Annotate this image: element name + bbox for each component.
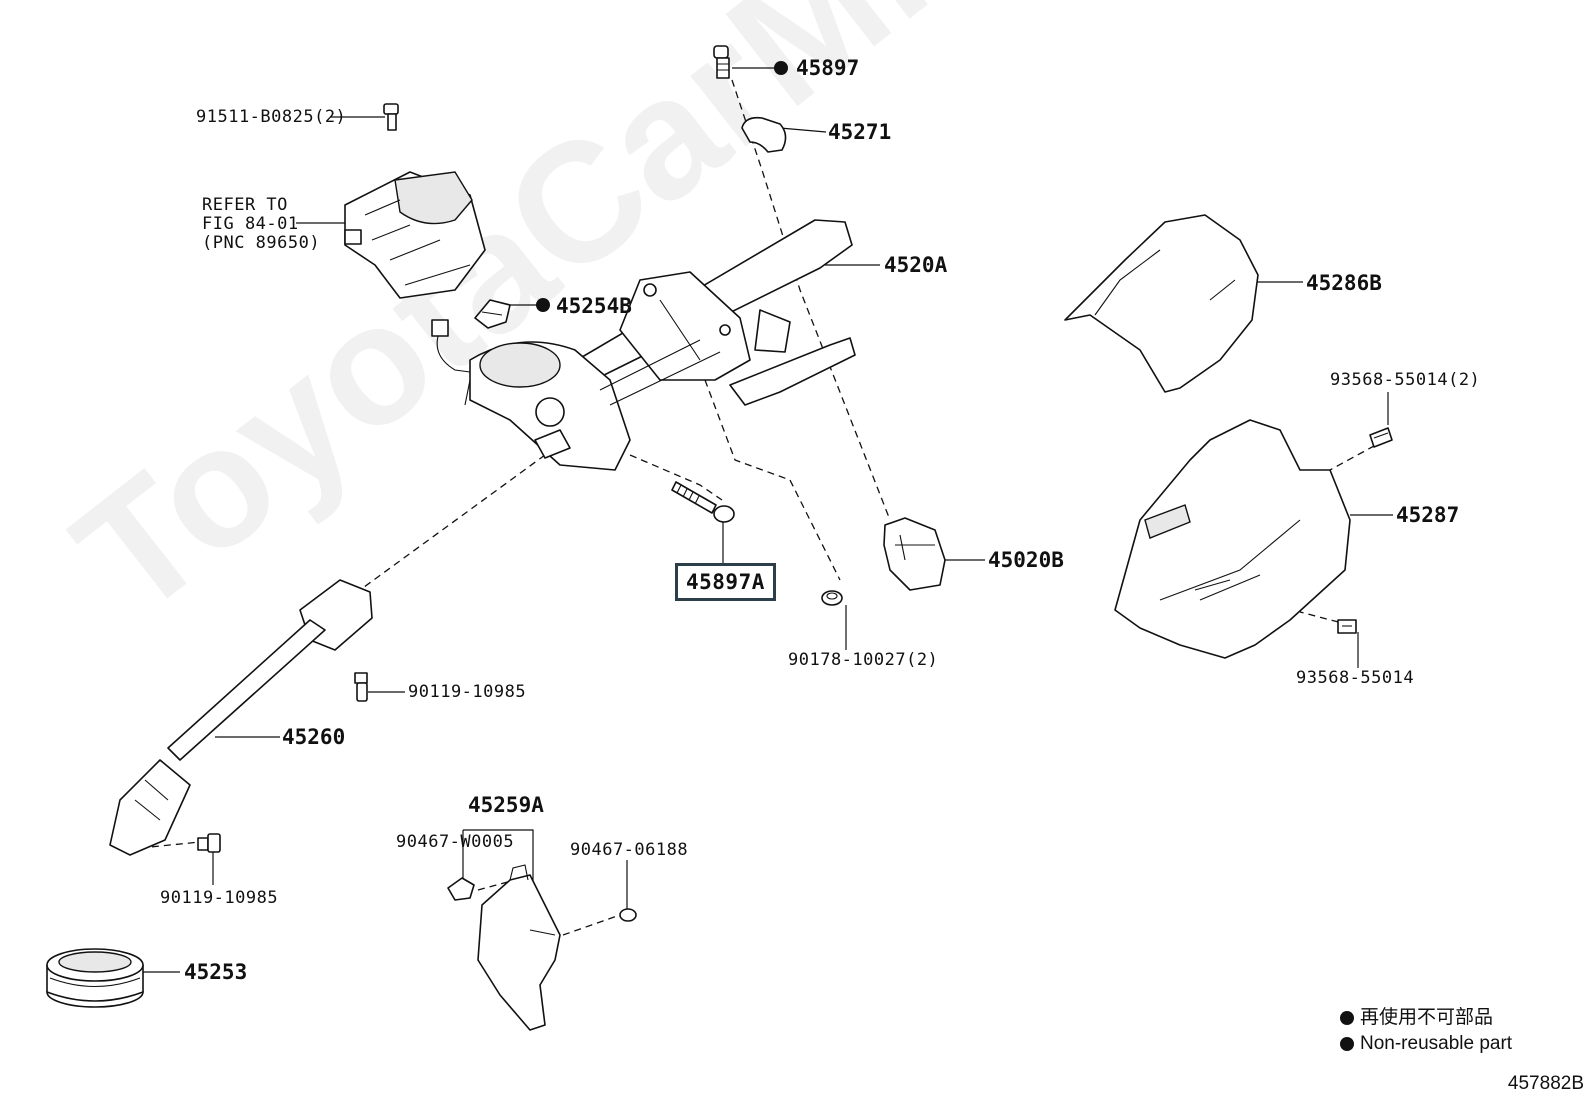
cover-45286B	[1064, 214, 1259, 393]
label-45254B: 45254B	[556, 294, 632, 318]
screw-93568-lower	[1337, 619, 1357, 634]
nut-90178	[821, 590, 843, 606]
label-45897A-highlighted: 45897A	[675, 563, 776, 601]
clip-90467-W0005	[447, 877, 475, 901]
label-4520A: 4520A	[884, 253, 948, 277]
label-91511: 91511-B0825(2)	[196, 107, 347, 127]
cover-45287	[1114, 419, 1351, 659]
screw-91511	[383, 103, 399, 131]
bolt-90119-upper	[354, 672, 368, 702]
label-90467-W0005: 90467-W0005	[396, 832, 515, 852]
boot-45253	[46, 948, 144, 1008]
label-90119-upper: 90119-10985	[408, 682, 527, 702]
refer-note-line1: REFER TO	[202, 195, 288, 215]
bolt-45897A	[671, 481, 735, 523]
cover-45259A	[477, 864, 561, 1031]
column-assembly-4520A	[431, 219, 856, 471]
label-90178: 90178-10027(2)	[788, 650, 939, 670]
label-93568-55014-2: 93568-55014(2)	[1330, 370, 1481, 390]
label-45253: 45253	[184, 960, 248, 984]
non-reusable-dot-45897	[774, 61, 788, 75]
legend-dot-jp	[1340, 1011, 1354, 1025]
legend-japanese: 再使用不可部品	[1360, 1007, 1494, 1028]
label-45020B: 45020B	[988, 548, 1064, 572]
refer-note-line2: FIG 84-01	[202, 214, 299, 234]
label-93568-55014: 93568-55014	[1296, 668, 1415, 688]
assembly-dashed-lines	[139, 79, 1386, 936]
diagram-id: 457882B	[1507, 1073, 1584, 1094]
clip-45254B	[474, 299, 511, 329]
label-45259A: 45259A	[468, 793, 544, 817]
legend-english: Non-reusable part	[1360, 1033, 1513, 1054]
screw-93568-upper	[1369, 427, 1393, 448]
label-45271: 45271	[828, 120, 892, 144]
bolt-90119-lower	[197, 833, 221, 853]
bracket-45020B-detail	[895, 534, 935, 561]
label-45260: 45260	[282, 725, 346, 749]
bolt-45897	[713, 45, 730, 79]
combination-switch-body	[344, 171, 486, 299]
label-90119-lower: 90119-10985	[160, 888, 279, 908]
refer-note-line3: (PNC 89650)	[202, 233, 321, 253]
label-45286B: 45286B	[1306, 271, 1382, 295]
bracket-45020B	[883, 517, 946, 591]
shaft-45260	[109, 579, 373, 856]
label-45287: 45287	[1396, 503, 1460, 527]
legend-dot-en	[1340, 1037, 1354, 1051]
clip-90467-06188	[619, 908, 637, 922]
clip-45271	[741, 116, 787, 153]
label-45897: 45897	[796, 56, 860, 80]
non-reusable-dot-45254B	[536, 298, 550, 312]
label-90467-06188: 90467-06188	[570, 840, 689, 860]
leader-lines	[140, 67, 1393, 973]
